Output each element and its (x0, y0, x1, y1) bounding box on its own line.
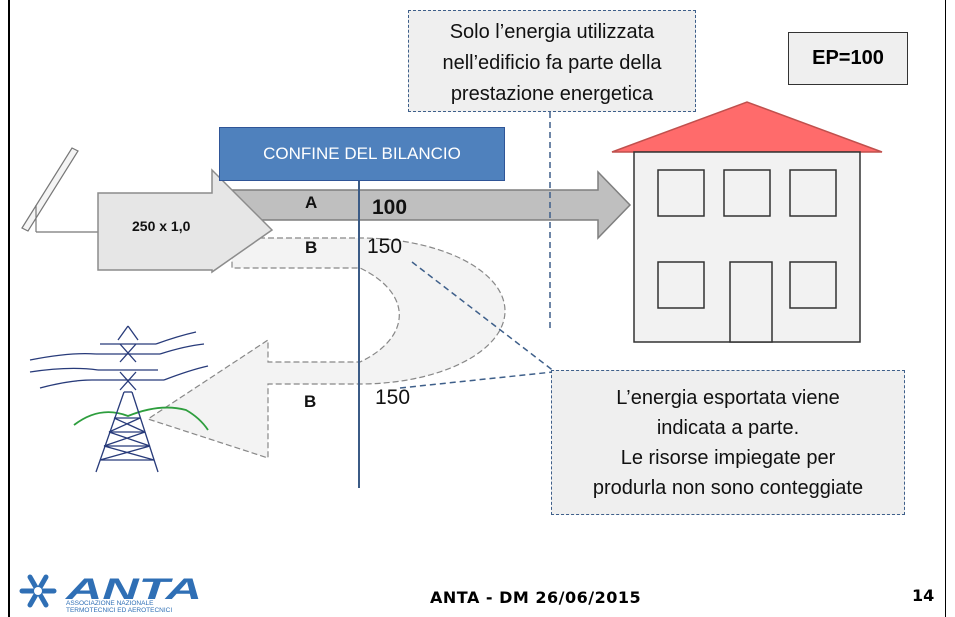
house-door (729, 261, 773, 343)
export-arrow-b (146, 237, 506, 459)
source-arrow (97, 168, 274, 274)
flow-b-value: 150 (367, 235, 403, 258)
ep-value-box: EP=100 (788, 32, 908, 85)
building-energy-note: Solo l’energia utilizzata nell’edificio … (408, 10, 696, 112)
footer-title: ANTA - DM 26/06/2015 (430, 588, 642, 607)
leader-lines (399, 112, 556, 389)
anta-logo-mark (19, 574, 57, 608)
delivered-arrow-a (224, 170, 632, 240)
note-top-line-2: nell’edificio fa parte della (442, 52, 662, 74)
note-bottom-line-2: indicata a parte. (656, 417, 800, 439)
logo-subtitle-line-1: ASSOCIAZIONE NAZIONALE (66, 600, 154, 607)
flow-b-return-value: 150 (375, 386, 411, 409)
flow-a-letter: A (305, 193, 318, 212)
note-bottom-line-1: L’energia esportata viene (616, 387, 840, 409)
anta-logo-subtitle: ASSOCIAZIONE NAZIONALE TERMOTECNICI ED A… (66, 600, 172, 614)
flow-b-letter: B (305, 238, 318, 257)
left-border-line (8, 0, 10, 617)
note-top-line-1: Solo l’energia utilizzata (449, 21, 655, 43)
building-icon (611, 101, 883, 343)
note-top-line-3: prestazione energetica (450, 83, 654, 105)
flow-a-value: 100 (372, 196, 408, 219)
flow-b-return-letter: B (304, 392, 317, 411)
note-bottom-line-3: Le risorse impiegate per (620, 447, 836, 469)
exported-energy-note: L’energia esportata viene indicata a par… (551, 370, 905, 515)
solar-panel-icon (21, 147, 98, 233)
logo-subtitle-line-2: TERMOTECNICI ED AEROTECNICI (66, 607, 173, 614)
page-number: 14 (912, 586, 935, 605)
note-bottom-line-4: produrla non sono conteggiate (592, 477, 864, 499)
power-tower-icon (29, 325, 209, 473)
balance-boundary-label: CONFINE DEL BILANCIO (219, 127, 505, 181)
anta-logo-wordmark: ANTA (64, 573, 202, 606)
right-border-line (945, 0, 946, 617)
source-label: 250 x 1,0 (132, 218, 191, 234)
